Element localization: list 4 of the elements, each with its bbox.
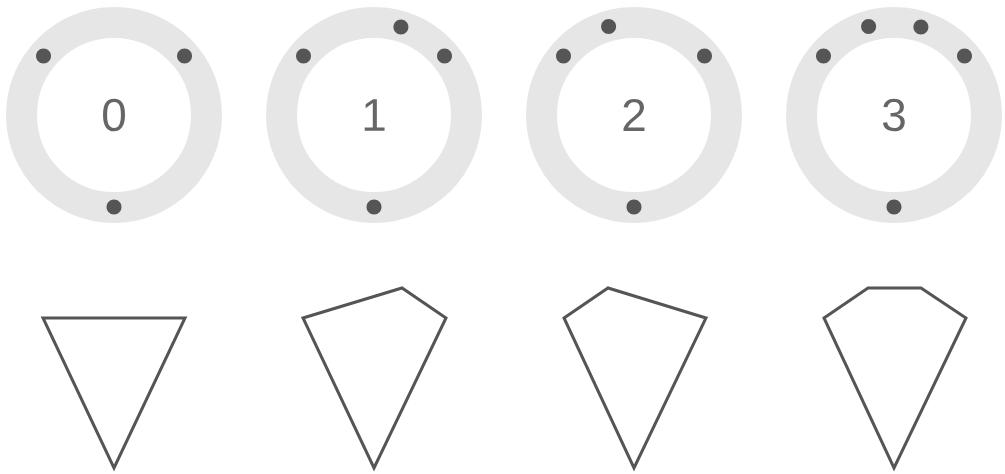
ring: 1 <box>266 7 482 223</box>
ring: 0 <box>6 7 222 223</box>
ring: 3 <box>786 7 1002 223</box>
ring: 2 <box>526 7 742 223</box>
